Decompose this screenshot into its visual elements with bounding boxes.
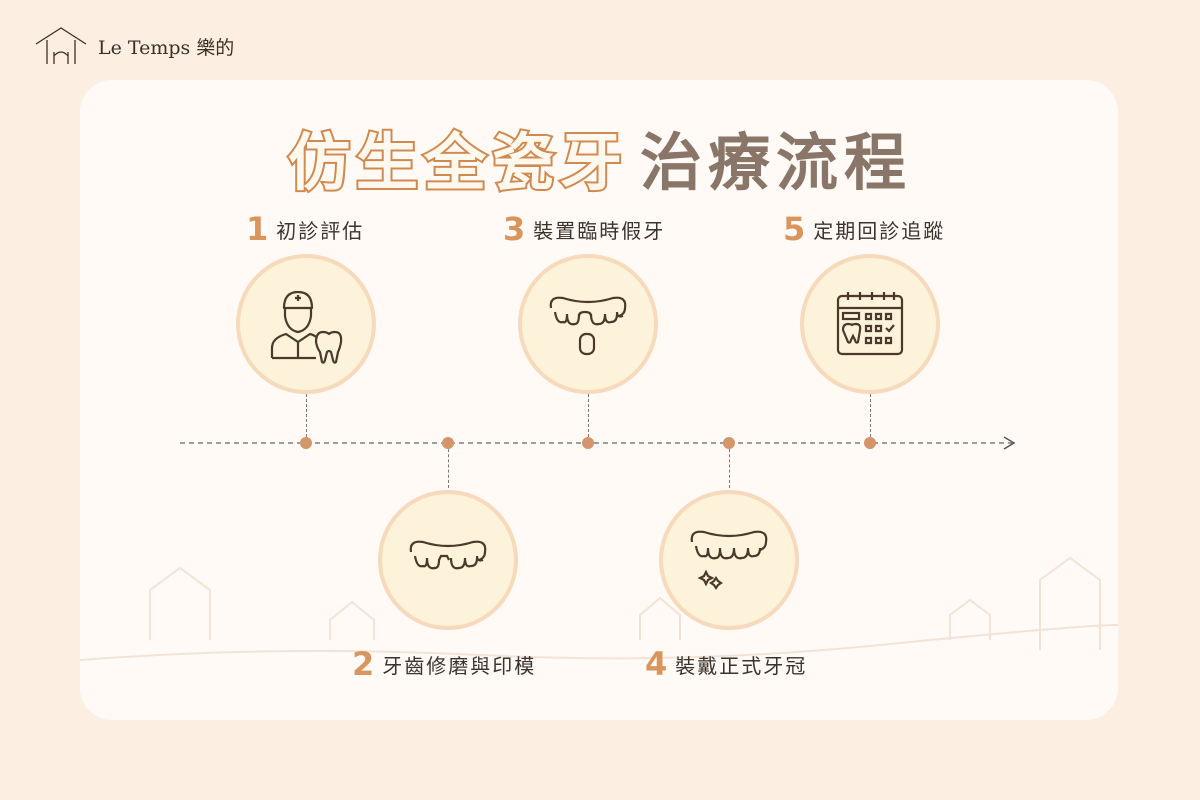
step-title: 牙齒修磨與印模 (382, 653, 537, 678)
dentist-with-tooth-icon (270, 290, 343, 364)
temporary-tooth-icon (549, 296, 627, 356)
sparkling-teeth-icon (690, 530, 768, 590)
step-number: 1 (246, 210, 271, 248)
timeline-dot-1 (300, 437, 312, 449)
calendar-tooth-icon (836, 292, 904, 356)
step-2-circle (378, 490, 518, 630)
step-number: 2 (352, 645, 377, 683)
teeth-prepared-icon (409, 540, 487, 570)
connector (729, 444, 730, 488)
brand-logo: Le Temps 樂的 (34, 26, 234, 66)
step-3-circle (518, 254, 658, 394)
brand-name: Le Temps 樂的 (98, 36, 235, 59)
page-title: 仿生全瓷牙治療流程 (0, 112, 1200, 202)
timeline-dot-4 (723, 437, 735, 449)
step-number: 4 (645, 645, 670, 683)
house-logo-icon (35, 27, 87, 64)
timeline-dot-3 (582, 437, 594, 449)
step-1-circle (236, 254, 376, 394)
step-title: 裝置臨時假牙 (533, 218, 666, 243)
step-4-circle (659, 490, 799, 630)
houses-background-illustration (80, 556, 1118, 661)
step-number: 3 (503, 210, 528, 248)
timeline-dot-5 (864, 437, 876, 449)
content-card (80, 80, 1118, 720)
connector (588, 394, 589, 442)
timeline-dot-2 (442, 437, 454, 449)
title-highlight: 仿生全瓷牙 (286, 124, 628, 201)
connector (870, 394, 871, 442)
step-number: 5 (783, 210, 808, 248)
step-title: 定期回診追蹤 (813, 218, 946, 243)
connector (306, 394, 307, 442)
step-5-circle (800, 254, 940, 394)
title-rest: 治療流程 (640, 126, 913, 199)
arrow-right-icon (1003, 436, 1016, 450)
connector (448, 444, 449, 488)
step-title: 初診評估 (276, 218, 365, 243)
step-title: 裝戴正式牙冠 (675, 653, 808, 678)
